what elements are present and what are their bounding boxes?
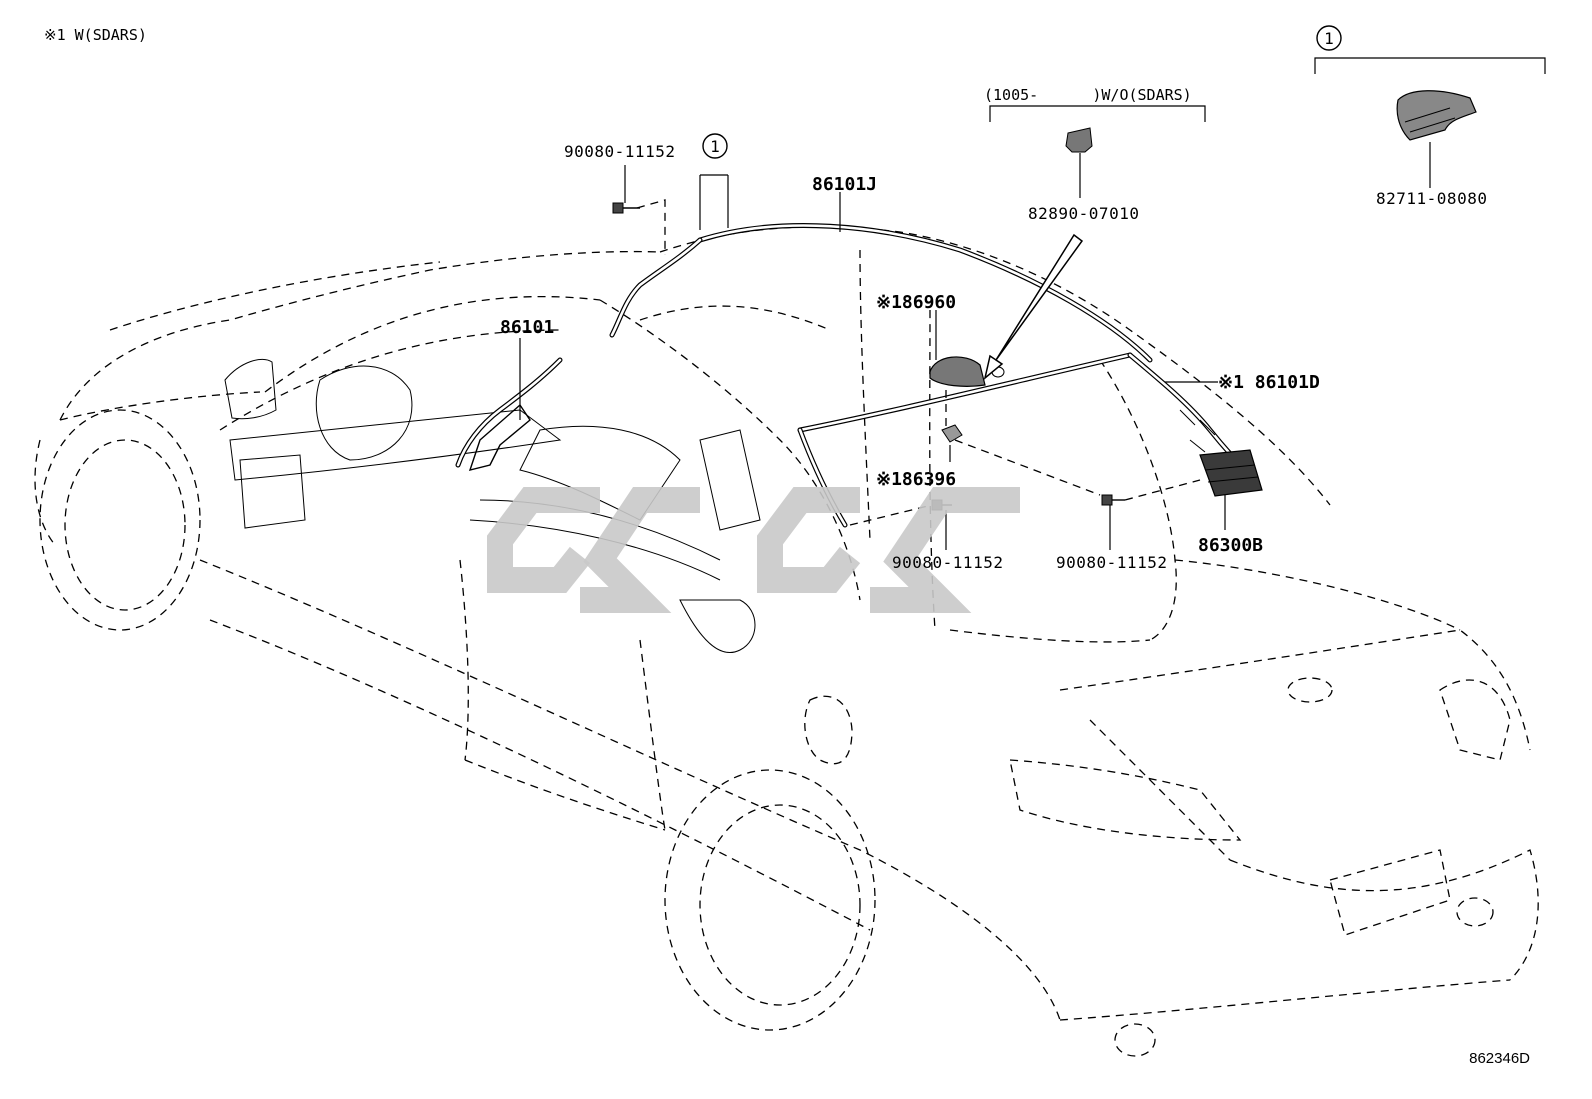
antenna-cap [1065,127,1093,153]
part-number-screw-right: 90080-11152 [1056,553,1167,572]
part-number-cap: 82890-07010 [1028,204,1139,223]
screw-icon [1101,494,1125,506]
antenna-cable-roof [697,223,1153,363]
part-number-cable-rear: ※1 86101D [1218,372,1320,393]
antenna-cable-front [455,237,703,471]
callout-number: 1 [710,137,720,156]
clamp-part [1396,90,1477,141]
footnote: ※1 W(SDARS) [44,26,147,44]
variant-label: (1005- )W/O(SDARS) [984,86,1192,104]
part-number-amplifier: 86300B [1198,535,1263,556]
part-number-clamp: 82711-08080 [1376,189,1487,208]
screw-icon [612,202,640,214]
callout-1-detail: 1 [1316,25,1342,51]
roof-rail-cable [797,352,1133,528]
callout-number: 1 [1324,29,1334,48]
amplifier-unit [1199,449,1263,497]
part-number-cable-roof: 86101J [812,174,877,195]
part-number-pad: ※186396 [876,469,956,490]
antenna-pad [941,424,963,443]
watermark-logo [487,487,1020,613]
part-number-cable-front: 86101 [500,317,554,338]
satellite-antenna [929,356,1005,387]
car-body-outline [34,226,1539,1057]
leader-lines [519,142,1431,550]
figure-code: 862346D [1469,1050,1530,1067]
part-number-screw-top: 90080-11152 [564,142,675,161]
callout-bracket [1314,57,1546,74]
callout-1-top: 1 [702,133,728,159]
part-labels: ※1 W(SDARS) 90080-11152 86101J 86101 ※18… [44,26,1530,1067]
arrow-icon [983,233,1084,380]
part-number-antenna: ※186960 [876,292,956,313]
part-number-screw-mid: 90080-11152 [892,553,1003,572]
variant-bracket [989,105,1206,122]
